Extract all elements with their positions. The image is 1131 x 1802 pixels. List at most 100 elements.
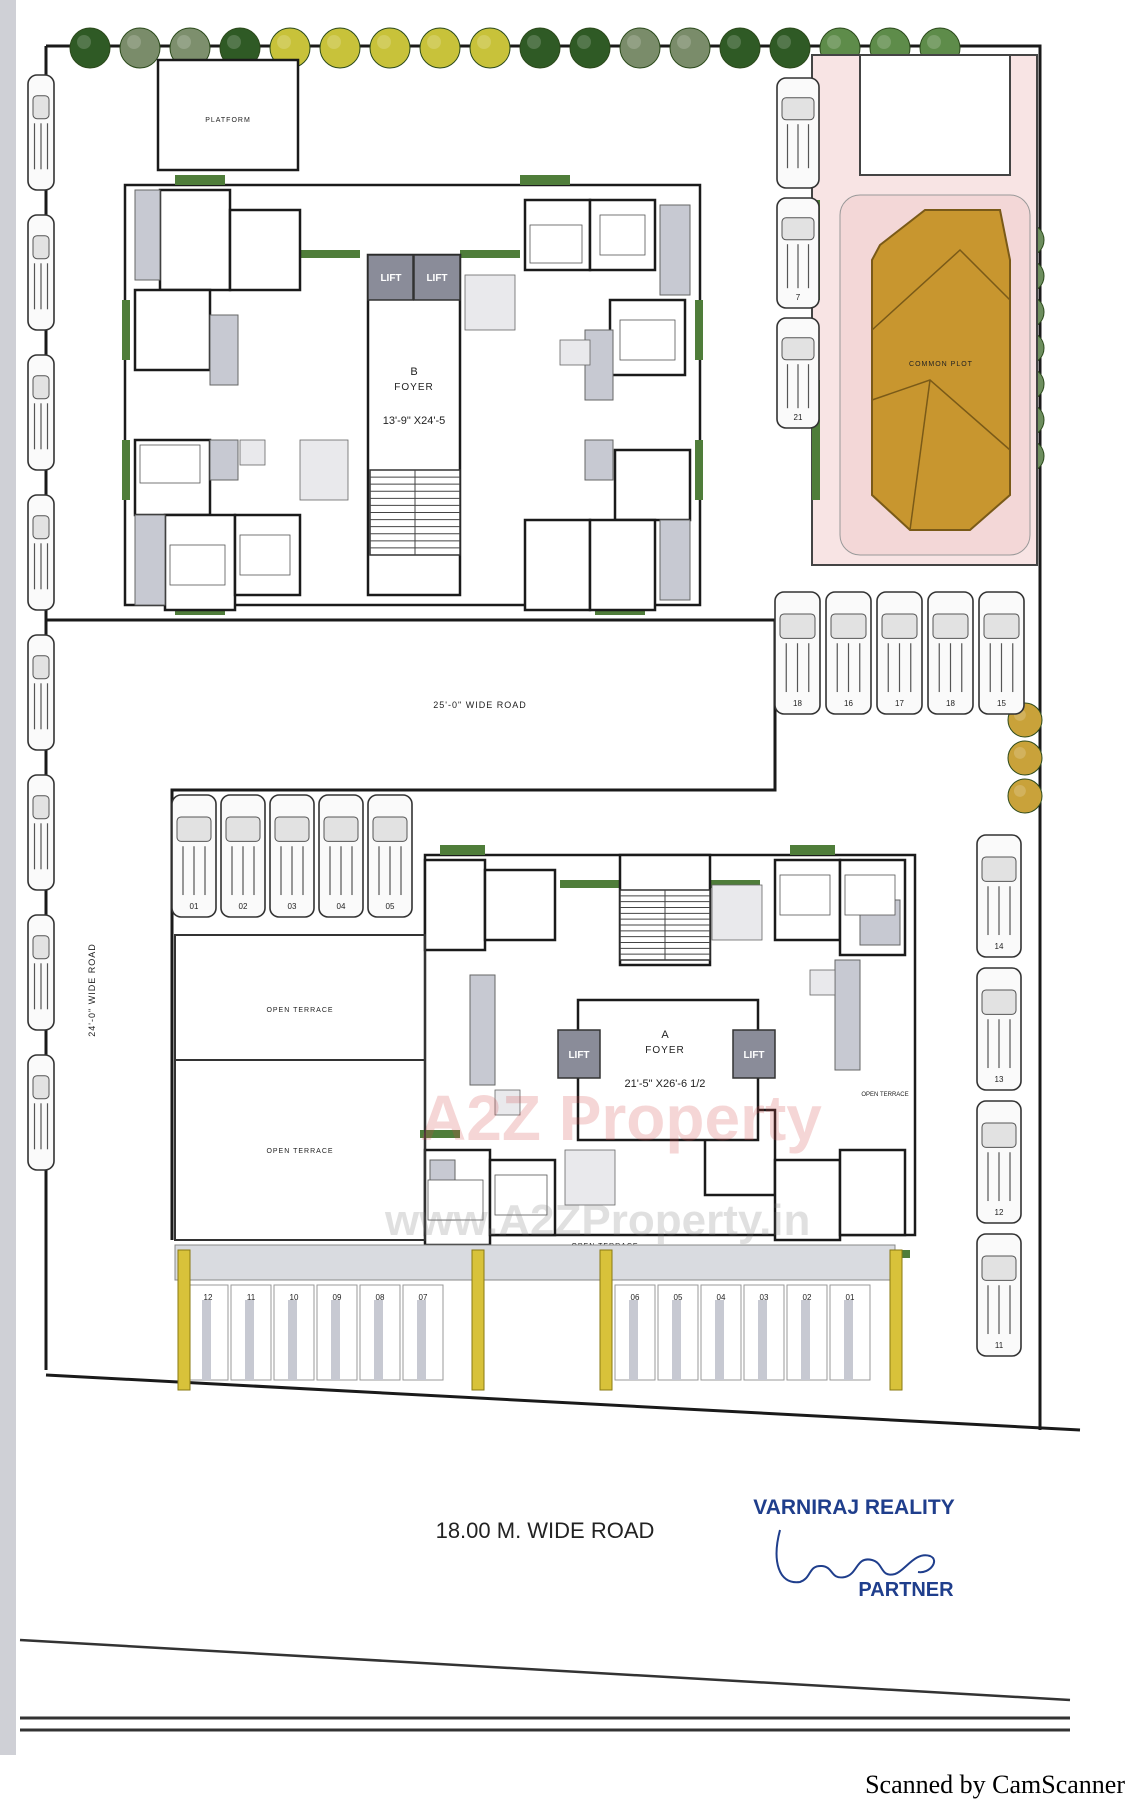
building-b: LIFT LIFT B FOYER 13'-9" X24'-5 bbox=[122, 175, 703, 615]
parking-car-top-0: 01 bbox=[171, 794, 217, 918]
parking-number: 14 bbox=[995, 942, 1004, 951]
foyer-b-dimension: 13'-9" X24'-5 bbox=[383, 415, 446, 427]
tree-top-5 bbox=[319, 27, 361, 69]
signature-mark bbox=[775, 1529, 936, 1584]
parking-car-left-6 bbox=[27, 914, 55, 1031]
bay-number: 06 bbox=[631, 1293, 640, 1302]
tree-top-11 bbox=[619, 27, 661, 69]
watermark-secondary: www.A2ZProperty.in bbox=[384, 1196, 810, 1245]
bay-number: 03 bbox=[760, 1293, 769, 1302]
stilt-bay-left-4: 08 bbox=[359, 1284, 401, 1381]
open-terrace-2-label: OPEN TERRACE bbox=[266, 1148, 333, 1155]
parking-number: 7 bbox=[796, 293, 801, 302]
foyer-a bbox=[576, 998, 760, 1142]
tree-top-14 bbox=[769, 27, 811, 69]
main-road-label: 18.00 M. WIDE ROAD bbox=[436, 1518, 655, 1543]
bay-number: 11 bbox=[247, 1293, 256, 1302]
building-a: LIFT LIFT A FOYER 21'-5" X26'-6 1/2 bbox=[420, 845, 917, 1258]
bay-number: 07 bbox=[419, 1293, 428, 1302]
parking-number: 18 bbox=[793, 699, 802, 708]
side-road-label: 24'-0" WIDE ROAD bbox=[87, 943, 97, 1036]
parking-car-right-row-3: 18 bbox=[927, 591, 974, 715]
bay-number: 08 bbox=[376, 1293, 385, 1302]
platform-label: PLATFORM bbox=[205, 117, 251, 124]
tree-top-7 bbox=[419, 27, 461, 69]
tree-top-13 bbox=[719, 27, 761, 69]
company-name: VARNIRAJ REALITY bbox=[753, 1496, 954, 1519]
bay-divider-1 bbox=[471, 1249, 485, 1391]
stilt-bay-left-2: 10 bbox=[273, 1284, 315, 1381]
parking-car-top-col-1: 7 bbox=[776, 197, 820, 309]
parking-number: 17 bbox=[895, 699, 904, 708]
road-line-1 bbox=[19, 1638, 1071, 1702]
parking-car-top-2: 03 bbox=[269, 794, 315, 918]
lift-a-1 bbox=[557, 1029, 601, 1079]
parking-car-top-3: 04 bbox=[318, 794, 364, 918]
tree-top-0 bbox=[69, 27, 111, 69]
parking-car-left-4 bbox=[27, 634, 55, 751]
parking-car-right-col-2: 12 bbox=[976, 1100, 1022, 1224]
bay-number: 01 bbox=[846, 1293, 855, 1302]
open-terrace-5-label: OPEN TERRACE bbox=[861, 1092, 908, 1098]
foyer-a-letter: A bbox=[661, 1029, 669, 1041]
main-road-edge bbox=[45, 1373, 1081, 1432]
parking-car-top-col-0 bbox=[776, 77, 820, 189]
inner-road-label: 25'-0" WIDE ROAD bbox=[433, 700, 526, 710]
lift-b-1 bbox=[367, 254, 414, 301]
parking-car-right-row-1: 16 bbox=[825, 591, 872, 715]
parking-car-right-row-0: 18 bbox=[774, 591, 821, 715]
stilt-bay-right-4: 02 bbox=[786, 1284, 828, 1381]
parking-car-right-col-1: 13 bbox=[976, 967, 1022, 1091]
lift-a-1-label: LIFT bbox=[568, 1050, 589, 1061]
tree-right-yellow-2 bbox=[1007, 778, 1043, 814]
parking-car-left-3 bbox=[27, 494, 55, 611]
parking-car-left-1 bbox=[27, 214, 55, 331]
lift-a-2 bbox=[732, 1029, 776, 1079]
tree-top-8 bbox=[469, 27, 511, 69]
parking-car-left-5 bbox=[27, 774, 55, 891]
foyer-b-letter: B bbox=[410, 366, 417, 378]
stilt-bay-right-0: 06 bbox=[614, 1284, 656, 1381]
parking-number: 13 bbox=[995, 1075, 1004, 1084]
staircase-a bbox=[619, 889, 711, 961]
driveway-strip bbox=[174, 1244, 896, 1281]
bay-number: 09 bbox=[333, 1293, 342, 1302]
tree-top-10 bbox=[569, 27, 611, 69]
parking-car-top-4: 05 bbox=[367, 794, 413, 918]
tree-top-12 bbox=[669, 27, 711, 69]
stilt-bay-left-1: 11 bbox=[230, 1284, 272, 1381]
stilt-bay-right-1: 05 bbox=[657, 1284, 699, 1381]
bay-number: 04 bbox=[717, 1293, 726, 1302]
parking-number: 16 bbox=[844, 699, 853, 708]
lift-a-2-label: LIFT bbox=[743, 1050, 764, 1061]
scan-edge bbox=[0, 0, 16, 1755]
parking-car-left-2 bbox=[27, 354, 55, 471]
parking-car-right-row-2: 17 bbox=[876, 591, 923, 715]
tree-row-top bbox=[69, 27, 961, 69]
stilt-bay-left-3: 09 bbox=[316, 1284, 358, 1381]
foyer-a-label: FOYER bbox=[645, 1045, 684, 1056]
tree-top-6 bbox=[369, 27, 411, 69]
bay-number: 02 bbox=[803, 1293, 812, 1302]
bay-divider-2 bbox=[599, 1249, 613, 1391]
watermark-primary: A2Z Property bbox=[420, 1082, 822, 1154]
parking-number: 01 bbox=[190, 902, 199, 911]
inner-road-edge bbox=[46, 618, 777, 1240]
parking-car-left-7 bbox=[27, 1054, 55, 1171]
parking-car-right-row-4: 15 bbox=[978, 591, 1025, 715]
bay-number: 10 bbox=[290, 1293, 299, 1302]
bay-number: 05 bbox=[674, 1293, 683, 1302]
open-terrace-2 bbox=[174, 1059, 426, 1241]
parking-car-right-col-3: 11 bbox=[976, 1233, 1022, 1357]
foyer-a-dimension: 21'-5" X26'-6 1/2 bbox=[625, 1078, 706, 1090]
stilt-bay-left-5: 07 bbox=[402, 1284, 444, 1381]
parking-number: 12 bbox=[995, 1208, 1004, 1217]
parking-car-top-1: 02 bbox=[220, 794, 266, 918]
common-plot-label: COMMON PLOT bbox=[909, 361, 973, 368]
tree-right-yellow-1 bbox=[1007, 740, 1043, 776]
parking-number: 04 bbox=[337, 902, 346, 911]
parking-number: 11 bbox=[995, 1341, 1004, 1350]
